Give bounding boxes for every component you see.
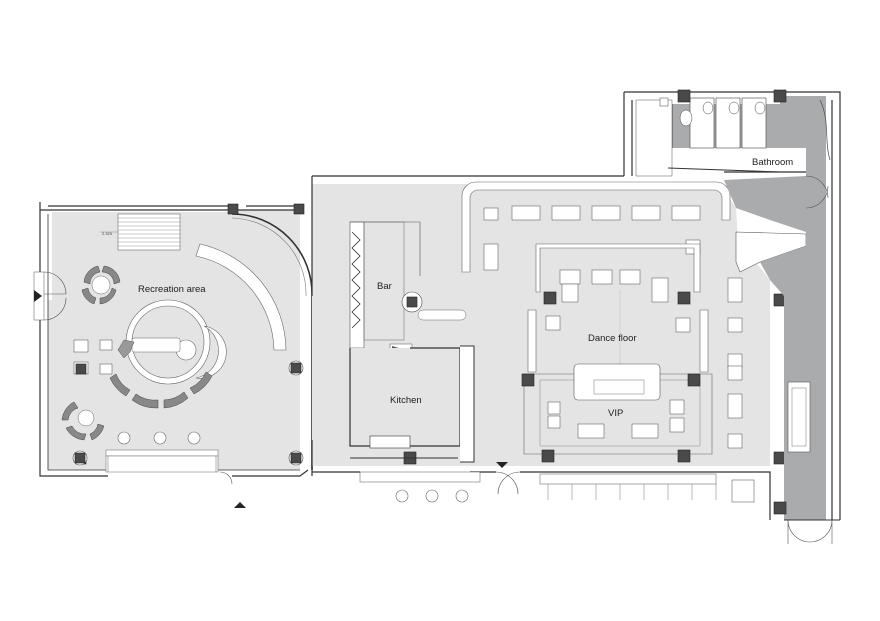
top-counter <box>461 181 731 273</box>
recreation-tables <box>73 339 219 473</box>
bottom-bench <box>359 462 755 503</box>
label-bathroom: Bathroom <box>752 157 793 168</box>
main-hall <box>311 171 807 520</box>
recreation-walls <box>39 202 309 477</box>
curved-sofas <box>61 265 213 441</box>
right-tables <box>727 277 787 465</box>
label-kitchen: Kitchen <box>390 395 422 406</box>
bar-area <box>349 221 467 355</box>
bathroom-wing <box>623 89 841 544</box>
label-recreation-area: Recreation area <box>138 284 206 295</box>
curved-partition-inner <box>231 217 307 297</box>
left-entrance <box>33 271 67 321</box>
main-walls <box>311 171 806 520</box>
kitchen-area <box>349 345 475 465</box>
entry-arrow-bottom <box>234 502 246 508</box>
vip-area <box>521 363 713 463</box>
columns-recreation <box>72 203 305 466</box>
label-dance-floor: Dance floor <box>588 333 637 344</box>
bathroom-walls <box>623 91 841 520</box>
bathroom-floor <box>672 96 826 520</box>
stair-note: 2.325 <box>102 231 113 236</box>
toilet-stalls <box>635 89 787 177</box>
curved-bench <box>195 243 287 351</box>
dance-floor-area <box>527 243 709 373</box>
recreation-wing: 2.325 <box>33 202 313 508</box>
stairs <box>100 213 181 251</box>
central-lounge <box>117 299 227 385</box>
label-vip: VIP <box>608 408 623 419</box>
label-bar: Bar <box>377 281 392 292</box>
